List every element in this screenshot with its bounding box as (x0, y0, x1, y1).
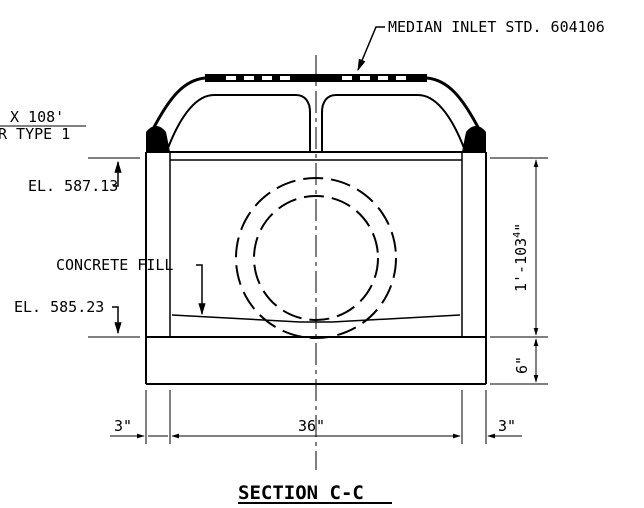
el-lower-label: EL. 585.23 (14, 298, 104, 316)
pipe-opening (235, 177, 397, 339)
right-dimensions (490, 157, 548, 385)
elevation-lower (88, 306, 140, 338)
concrete-fill-leader (196, 264, 206, 316)
elevation-upper (88, 157, 140, 187)
median-inlet-label: MEDIAN INLET STD. 604106 (388, 18, 605, 36)
grate-label-line1: X 108' (10, 108, 64, 126)
concrete-fill-label: CONCRETE FILL (56, 256, 173, 274)
grate-arch (146, 74, 486, 152)
height-base-dimension: 6" (513, 356, 531, 374)
bottom-dimensions (110, 390, 522, 444)
el-upper-label: EL. 587.13 (28, 177, 118, 195)
width-right-dimension: 3" (498, 417, 516, 435)
grate-label-line2: R TYPE 1 (0, 125, 70, 143)
section-title: SECTION C-C (238, 482, 364, 504)
median-inlet-leader (357, 26, 385, 72)
width-left-dimension: 3" (114, 417, 132, 435)
width-center-dimension: 36" (298, 417, 325, 435)
height-main-dimension: 1'-1034" (512, 223, 530, 292)
